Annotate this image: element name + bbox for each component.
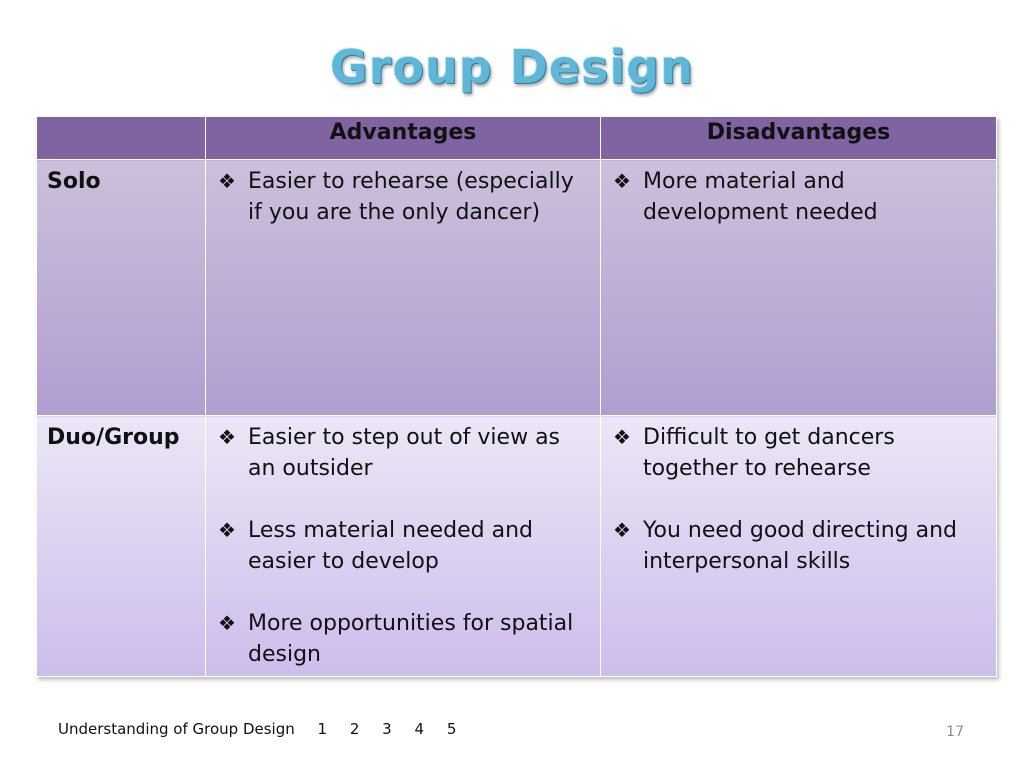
- diamond-bullet-icon: ❖: [218, 611, 236, 635]
- bullet-text: You need good directing and interpersona…: [643, 518, 958, 574]
- list-item: ❖ Easier to step out of view as an outsi…: [218, 422, 594, 484]
- diamond-bullet-icon: ❖: [218, 425, 236, 449]
- bullet-text: Easier to step out of view as an outside…: [248, 425, 561, 481]
- table-row-duo-group: Duo/Group ❖ Easier to step out of view a…: [36, 415, 997, 677]
- page-number: 17: [946, 724, 964, 740]
- diamond-bullet-icon: ❖: [613, 425, 631, 449]
- comparison-table: Advantages Disadvantages Solo ❖ Easier t…: [36, 116, 997, 677]
- bullet-text: More material and development needed: [643, 169, 878, 225]
- footer-link-1[interactable]: 1: [317, 720, 328, 738]
- diamond-bullet-icon: ❖: [613, 169, 631, 193]
- table-row-solo: Solo ❖ Easier to rehearse (especially if…: [36, 159, 997, 416]
- group-advantages-cell: ❖ Easier to step out of view as an outsi…: [205, 415, 601, 677]
- group-disadvantages-cell: ❖ Difficult to get dancers together to r…: [600, 415, 997, 677]
- diamond-bullet-icon: ❖: [218, 169, 236, 193]
- bullet-text: More opportunities for spatial design: [248, 611, 574, 667]
- list-item: ❖ Easier to rehearse (especially if you …: [218, 166, 594, 228]
- footer-link-5[interactable]: 5: [446, 720, 457, 738]
- footer-link-3[interactable]: 3: [382, 720, 392, 738]
- header-empty-cell: [36, 116, 206, 160]
- list-item: ❖ You need good directing and interperso…: [613, 515, 990, 577]
- footer-nav: Understanding of Group Design 1 2 3 4 5: [58, 720, 456, 738]
- slide-title: Group Design: [330, 40, 694, 94]
- row-label-duo-group: Duo/Group: [36, 415, 206, 677]
- solo-disadvantages-cell: ❖ More material and development needed: [600, 159, 997, 416]
- solo-advantages-cell: ❖ Easier to rehearse (especially if you …: [205, 159, 601, 416]
- diamond-bullet-icon: ❖: [613, 518, 631, 542]
- bullet-text: Easier to rehearse (especially if you ar…: [248, 169, 574, 225]
- footer-text: Understanding of Group Design: [58, 720, 295, 738]
- list-item: ❖ Difficult to get dancers together to r…: [613, 422, 990, 484]
- list-item: ❖ Less material needed and easier to dev…: [218, 515, 594, 577]
- header-advantages: Advantages: [205, 116, 601, 160]
- row-label-solo: Solo: [36, 159, 206, 416]
- bullet-text: Less material needed and easier to devel…: [248, 518, 534, 574]
- diamond-bullet-icon: ❖: [218, 518, 236, 542]
- header-disadvantages: Disadvantages: [600, 116, 997, 160]
- footer-link-4[interactable]: 4: [414, 720, 425, 738]
- table-header-row: Advantages Disadvantages: [36, 116, 997, 160]
- list-item: ❖ More opportunities for spatial design: [218, 608, 594, 670]
- bullet-text: Difficult to get dancers together to reh…: [643, 425, 895, 481]
- footer-link-2[interactable]: 2: [349, 720, 360, 738]
- list-item: ❖ More material and development needed: [613, 166, 990, 228]
